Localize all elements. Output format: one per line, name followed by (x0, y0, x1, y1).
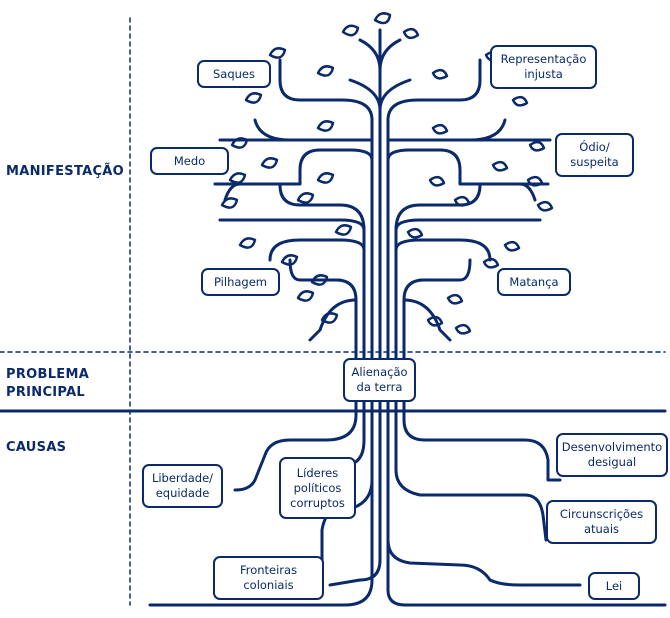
roots-right (386, 388, 667, 607)
section-label-main-problem: PROBLEMA PRINCIPAL (6, 367, 90, 400)
node-odio-suspeita: Ódio/ suspeita (555, 133, 634, 177)
section-label-causes: CAUSAS (6, 440, 67, 455)
node-alienacao-da-terra: Alienação da terra (343, 358, 416, 402)
node-representacao-injusta: Representação injusta (490, 45, 597, 89)
branches-left (213, 58, 374, 342)
node-circunscricoes-atuais: Circunscrições atuais (546, 500, 657, 544)
node-medo: Medo (150, 147, 229, 175)
node-lideres-politicos-corruptos: Líderes políticos corruptos (279, 457, 356, 519)
node-desenvolvimento-desigual: Desenvolvimento desigual (556, 433, 668, 477)
node-saques: Saques (197, 60, 271, 88)
node-fronteiras-coloniais: Fronteiras coloniais (213, 556, 324, 600)
crown-top (348, 38, 412, 112)
branches-right (386, 58, 552, 342)
node-lei: Lei (588, 572, 640, 600)
node-matanca: Matança (497, 268, 571, 296)
section-label-manifestation: MANIFESTAÇÃO (6, 164, 125, 179)
node-liberdade-equidade: Liberdade/ equidade (142, 464, 223, 508)
node-pilhagem: Pilhagem (201, 268, 280, 296)
